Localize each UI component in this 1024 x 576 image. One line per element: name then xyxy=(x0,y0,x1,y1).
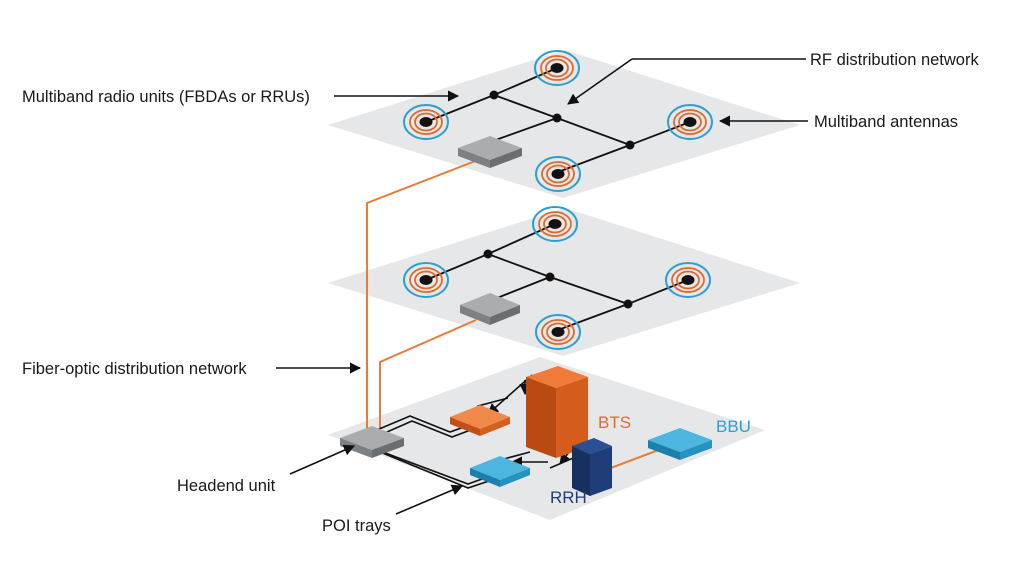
antenna-icon xyxy=(403,104,449,140)
floor-top xyxy=(328,50,800,198)
leader-arrows xyxy=(276,58,808,515)
radio-unit-icon xyxy=(458,136,522,168)
antenna-icon xyxy=(665,262,711,298)
label-rrh: RRH xyxy=(550,488,587,507)
rf-network-top xyxy=(425,67,691,173)
rrh-unit xyxy=(572,438,612,496)
poi-tray-blue xyxy=(470,456,530,487)
label-rf-distribution-network: RF distribution network xyxy=(810,51,979,69)
rf-nodes-top xyxy=(489,90,635,150)
label-poi-trays: POI trays xyxy=(322,517,391,535)
rf-nodes-middle xyxy=(483,249,633,309)
poi-tray-orange xyxy=(450,405,510,436)
antenna-icon xyxy=(532,206,578,242)
antenna-icon xyxy=(535,314,581,350)
bbu-unit xyxy=(648,428,712,460)
label-multiband-radio-units: Multiband radio units (FBDAs or RRUs) xyxy=(22,88,310,106)
radio-unit-icon xyxy=(460,293,520,325)
label-bbu: BBU xyxy=(716,417,751,436)
antenna-icon xyxy=(667,104,713,140)
antenna-icon xyxy=(535,156,581,192)
antenna-icon xyxy=(534,50,580,86)
label-fiber-optic-distribution-network: Fiber-optic distribution network xyxy=(22,360,247,378)
antenna-icon xyxy=(403,262,449,298)
label-headend-unit: Headend unit xyxy=(177,477,276,495)
label-multiband-antennas: Multiband antennas xyxy=(814,113,958,131)
headend-unit-icon xyxy=(340,426,404,458)
bts-cabinet xyxy=(526,366,588,458)
label-bts: BTS xyxy=(598,413,631,432)
